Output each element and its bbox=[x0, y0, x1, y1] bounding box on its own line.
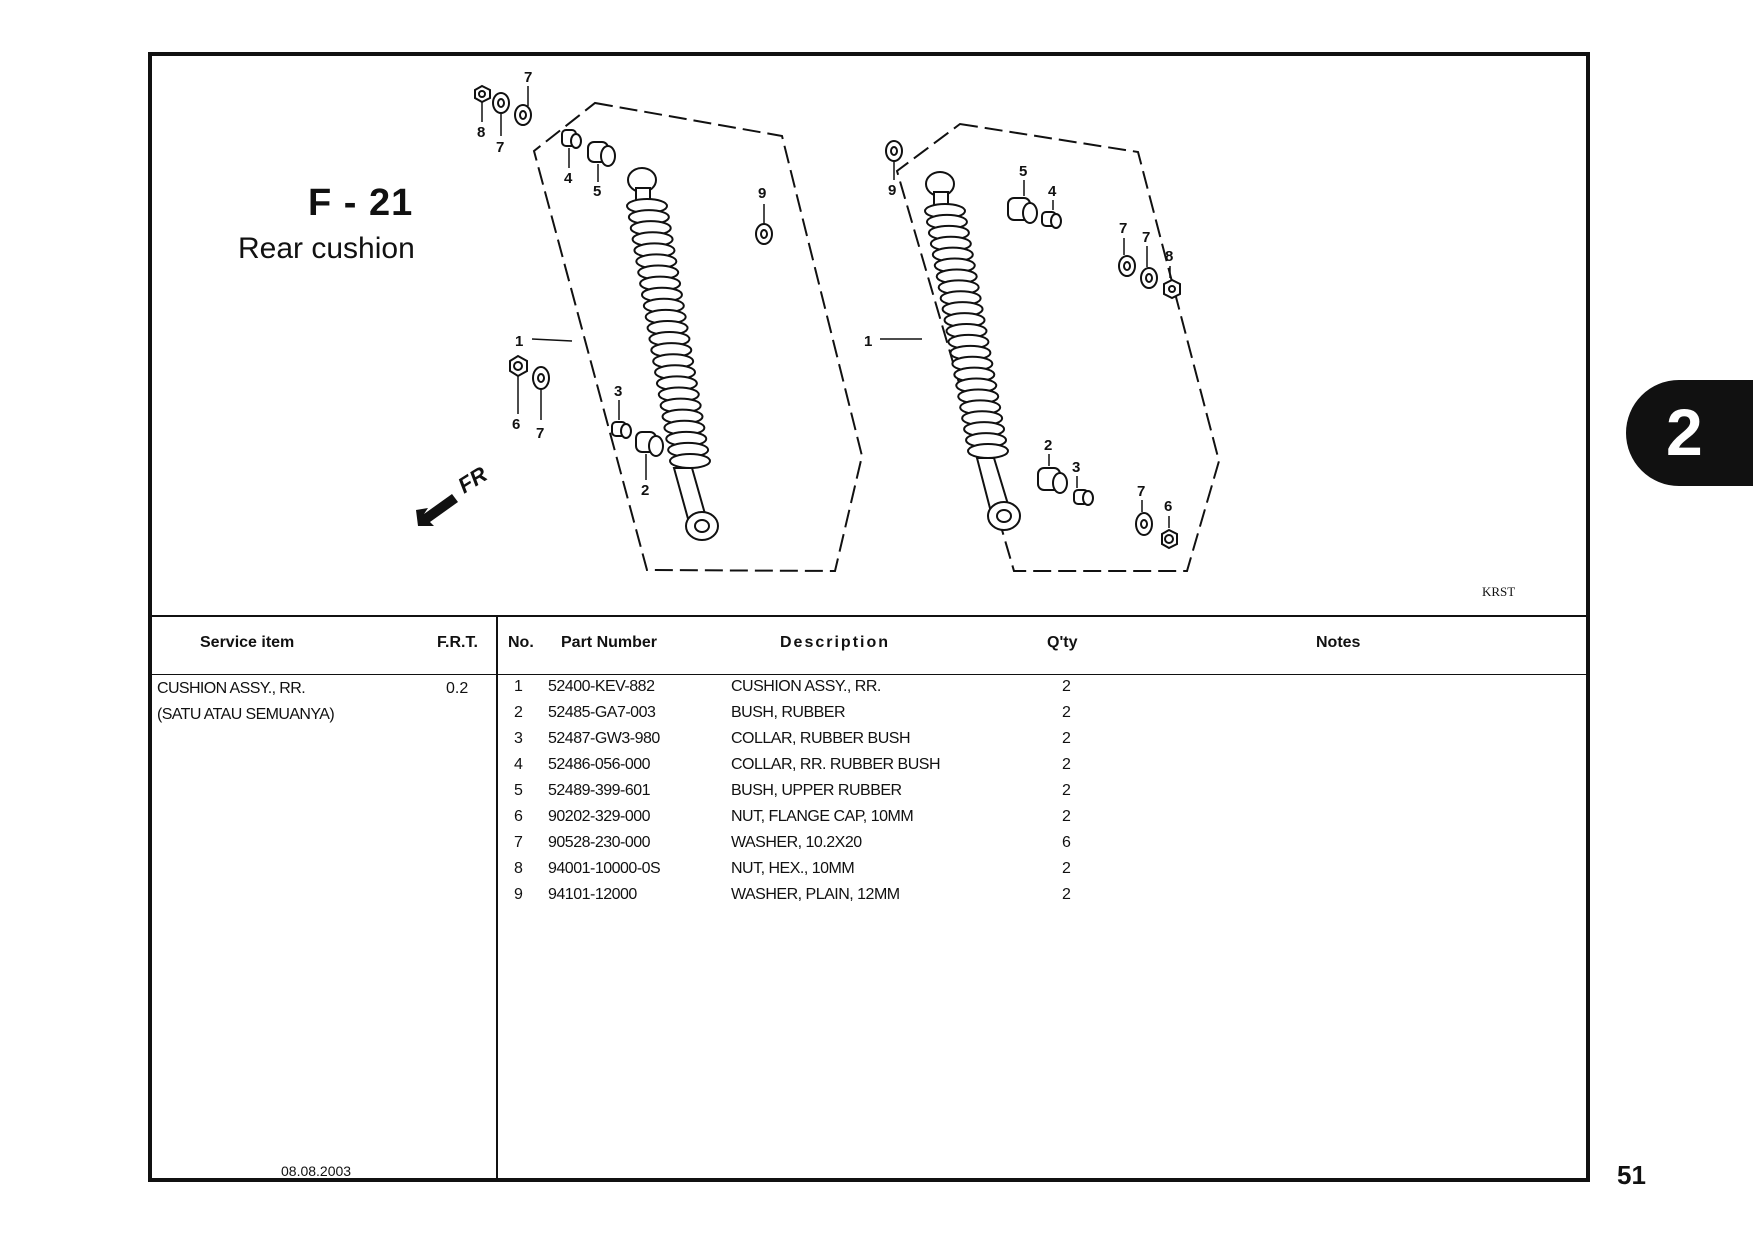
part-number: 52489-399-601 bbox=[548, 782, 651, 799]
part-no: 7 bbox=[514, 834, 523, 851]
callout-5: 5 bbox=[593, 183, 601, 200]
callout-9: 9 bbox=[758, 185, 766, 202]
part-no: 9 bbox=[514, 886, 523, 903]
table-row: 4 52486-056-000 COLLAR, RR. RUBBER BUSH … bbox=[0, 756, 1100, 780]
service-item-frt: 0.2 bbox=[446, 680, 469, 697]
part-qty: 6 bbox=[1062, 834, 1071, 851]
page-frame bbox=[148, 52, 1590, 1182]
header-service-item: Service item bbox=[200, 634, 295, 651]
spring-coil bbox=[967, 443, 1009, 459]
part-number: 94101-12000 bbox=[548, 886, 637, 903]
callout-7: 7 bbox=[536, 425, 544, 442]
part-description: WASHER, 10.2X20 bbox=[731, 834, 862, 851]
part-qty: 2 bbox=[1062, 782, 1071, 799]
table-row: 1 52400-KEV-882 CUSHION ASSY., RR. 2 bbox=[0, 678, 1100, 702]
part-number: 52486-056-000 bbox=[548, 756, 651, 773]
callout-6: 6 bbox=[512, 416, 520, 433]
table-row: 5 52489-399-601 BUSH, UPPER RUBBER 2 bbox=[0, 782, 1100, 806]
part-description: CUSHION ASSY., RR. bbox=[731, 678, 881, 695]
figure-code: F - 21 bbox=[308, 182, 414, 224]
document-date: 08.08.2003 bbox=[281, 1163, 352, 1179]
part-number: 52487-GW3-980 bbox=[548, 730, 660, 747]
left-spring bbox=[626, 198, 711, 469]
table-row: 2 52485-GA7-003 BUSH, RUBBER 2 bbox=[0, 704, 1100, 728]
part-description: NUT, FLANGE CAP, 10MM bbox=[731, 808, 914, 825]
spring-coil bbox=[669, 453, 711, 469]
part-qty: 2 bbox=[1062, 704, 1071, 721]
callout-8: 8 bbox=[477, 124, 485, 141]
right-spring bbox=[924, 203, 1009, 459]
part-no: 2 bbox=[514, 704, 523, 721]
callout-2: 2 bbox=[1044, 437, 1052, 454]
callout-7: 7 bbox=[496, 139, 504, 156]
part-qty: 2 bbox=[1062, 730, 1071, 747]
leader-lines bbox=[481, 86, 1171, 528]
part-number: 52485-GA7-003 bbox=[548, 704, 656, 721]
callout-9: 9 bbox=[888, 182, 896, 199]
part-no: 4 bbox=[514, 756, 523, 773]
part-qty: 2 bbox=[1062, 860, 1071, 877]
part-qty: 2 bbox=[1062, 678, 1071, 695]
header-frt: F.R.T. bbox=[437, 634, 478, 651]
page-number: 51 bbox=[1617, 1160, 1646, 1190]
table-row: 3 52487-GW3-980 COLLAR, RUBBER BUSH 2 bbox=[0, 730, 1100, 754]
part-no: 5 bbox=[514, 782, 523, 799]
header-description: Description bbox=[780, 634, 891, 651]
part-description: BUSH, RUBBER bbox=[731, 704, 846, 721]
chapter-tab: 2 bbox=[1626, 380, 1753, 486]
table-top-rule bbox=[152, 615, 1586, 617]
header-rule bbox=[152, 674, 1586, 675]
part-number: 52400-KEV-882 bbox=[548, 678, 655, 695]
header-no: No. bbox=[508, 634, 534, 651]
callout-7: 7 bbox=[1119, 220, 1127, 237]
service-item-name: CUSHION ASSY., RR. bbox=[157, 680, 306, 697]
callout-8: 8 bbox=[1165, 248, 1173, 265]
callout-1: 1 bbox=[864, 333, 872, 350]
part-no: 6 bbox=[514, 808, 523, 825]
part-number: 94001-10000-0S bbox=[548, 860, 661, 877]
header-qty: Q'ty bbox=[1047, 634, 1078, 651]
callout-7: 7 bbox=[524, 69, 532, 86]
callout-7: 7 bbox=[1142, 229, 1150, 246]
part-description: COLLAR, RUBBER BUSH bbox=[731, 730, 911, 747]
service-item-subtitle: (SATU ATAU SEMUANYA) bbox=[157, 706, 335, 723]
callout-1: 1 bbox=[515, 333, 523, 350]
part-no: 8 bbox=[514, 860, 523, 877]
service-column-rule bbox=[496, 615, 498, 1178]
part-no: 3 bbox=[514, 730, 523, 747]
callout-3: 3 bbox=[1072, 459, 1080, 476]
callout-2: 2 bbox=[641, 482, 649, 499]
callout-7: 7 bbox=[1137, 483, 1145, 500]
part-qty: 2 bbox=[1062, 756, 1071, 773]
header-part-number: Part Number bbox=[561, 634, 658, 651]
chapter-number: 2 bbox=[1666, 395, 1703, 469]
exploded-diagram: 7 8 7 4 5 9 1 6 7 3 2 9 5 4 7 7 8 1 2 3 … bbox=[416, 69, 1221, 573]
part-description: COLLAR, RR. RUBBER BUSH bbox=[731, 756, 941, 773]
callout-4: 4 bbox=[564, 170, 573, 187]
part-no: 1 bbox=[514, 678, 523, 695]
part-number: 90528-230-000 bbox=[548, 834, 651, 851]
table-row: 9 94101-12000 WASHER, PLAIN, 12MM 2 bbox=[0, 886, 1100, 910]
left-assembly-boundary bbox=[532, 101, 864, 573]
figure-title: Rear cushion bbox=[238, 232, 415, 265]
callout-4: 4 bbox=[1048, 183, 1057, 200]
part-qty: 2 bbox=[1062, 808, 1071, 825]
part-description: NUT, HEX., 10MM bbox=[731, 860, 855, 877]
right-assembly-boundary bbox=[895, 122, 1221, 572]
header-notes: Notes bbox=[1316, 634, 1361, 651]
part-description: BUSH, UPPER RUBBER bbox=[731, 782, 902, 799]
callout-3: 3 bbox=[614, 383, 622, 400]
part-number: 90202-329-000 bbox=[548, 808, 651, 825]
part-description: WASHER, PLAIN, 12MM bbox=[731, 886, 900, 903]
table-row: 6 90202-329-000 NUT, FLANGE CAP, 10MM 2 bbox=[0, 808, 1100, 832]
diagram-code: KRST bbox=[1482, 584, 1516, 599]
table-row: 8 94001-10000-0S NUT, HEX., 10MM 2 bbox=[0, 860, 1100, 884]
table-row: 7 90528-230-000 WASHER, 10.2X20 6 bbox=[0, 834, 1100, 858]
part-qty: 2 bbox=[1062, 886, 1071, 903]
callout-6: 6 bbox=[1164, 498, 1172, 515]
small-parts bbox=[474, 84, 1181, 550]
callout-5: 5 bbox=[1019, 163, 1027, 180]
